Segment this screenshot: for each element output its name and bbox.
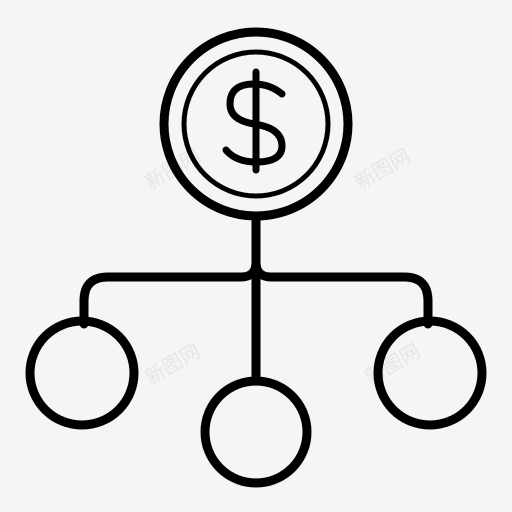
- dollar-sign-icon: [222, 68, 286, 174]
- junction-right: [251, 257, 433, 329]
- branch-circle-center: [200, 376, 312, 488]
- branch-circle-left: [25, 316, 139, 430]
- junction-left: [79, 257, 261, 329]
- watermark-text-2: 新图网: [351, 144, 415, 195]
- watermark-text-4: 新图网: [361, 339, 425, 390]
- coin-inner-ring: [181, 49, 331, 199]
- branch-circle-right: [373, 316, 487, 430]
- watermark-text-3: 新图网: [141, 339, 205, 390]
